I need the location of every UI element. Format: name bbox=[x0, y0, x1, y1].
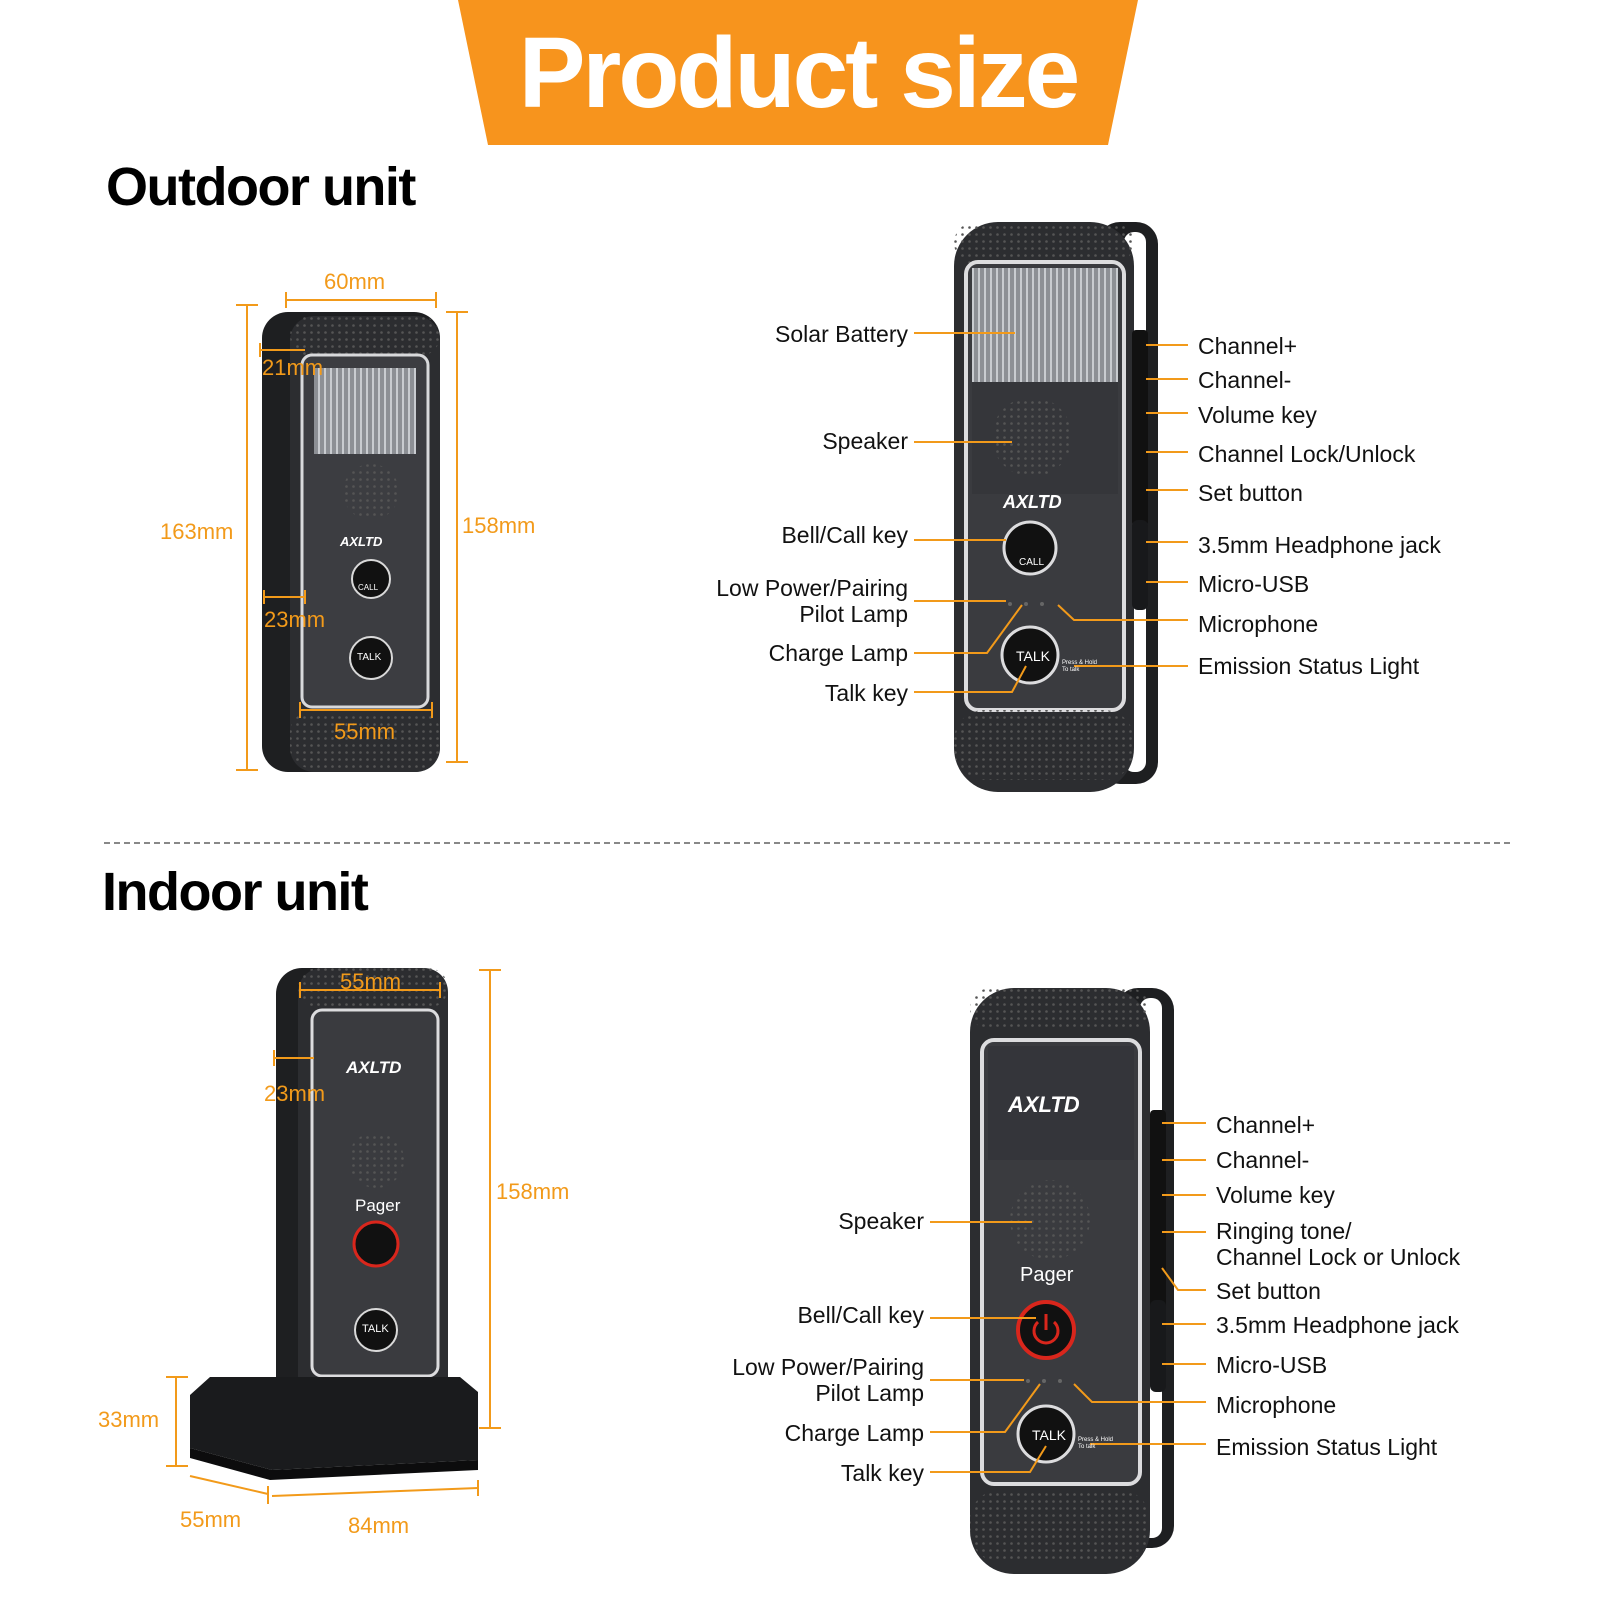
indoor-main-pager: Pager bbox=[1020, 1264, 1074, 1286]
outdoor-label-solar-battery: Solar Battery bbox=[775, 321, 908, 347]
indoor-small-pager: Pager bbox=[355, 1196, 401, 1215]
indoor-label-microphone: Microphone bbox=[1216, 1392, 1337, 1418]
outdoor-main-call: CALL bbox=[1019, 557, 1045, 568]
banner-shape bbox=[458, 0, 1138, 145]
indoor-label-set-button: Set button bbox=[1216, 1278, 1321, 1304]
indoor-main-talk-caption: Press & Hold To talk bbox=[1078, 1437, 1114, 1450]
outdoor-side-bottom-dim: 23mm bbox=[264, 607, 326, 632]
outdoor-height-dim: 163mm bbox=[160, 519, 234, 544]
page-title: Product size bbox=[518, 17, 1081, 129]
outdoor-small-call: CALL bbox=[358, 583, 379, 592]
indoor-label-bell-call-key: Bell/Call key bbox=[797, 1302, 924, 1328]
outdoor-front-width-dim: 55mm bbox=[334, 719, 396, 744]
outdoor-label-microphone: Microphone bbox=[1198, 611, 1319, 637]
outdoor-label-bell-call-key: Bell/Call key bbox=[781, 522, 908, 548]
indoor-leader-lines bbox=[930, 1122, 1206, 1473]
indoor-base-height-dim: 33mm bbox=[98, 1407, 160, 1432]
section-divider bbox=[104, 842, 1510, 844]
outdoor-main-talk: TALK bbox=[1016, 648, 1050, 664]
indoor-label-channel-minus: Channel- bbox=[1216, 1147, 1310, 1173]
outdoor-width-dim: 60mm bbox=[324, 269, 386, 294]
outdoor-main-talk-caption: Press & Hold To talk bbox=[1062, 660, 1098, 673]
indoor-label-talk-key: Talk key bbox=[840, 1460, 924, 1486]
indoor-label-ringing-tone: Ringing tone/ bbox=[1216, 1218, 1352, 1244]
outdoor-label-set-button: Set button bbox=[1198, 480, 1303, 506]
indoor-label-channel-lock: Channel Lock or Unlock bbox=[1216, 1244, 1461, 1270]
outdoor-label-channel-plus: Channel+ bbox=[1198, 333, 1298, 359]
outdoor-label-headphone-jack: 3.5mm Headphone jack bbox=[1198, 532, 1441, 558]
indoor-main-brand: AXLTD bbox=[1008, 1092, 1080, 1117]
indoor-label-headphone-jack: 3.5mm Headphone jack bbox=[1216, 1312, 1459, 1338]
outdoor-dimension-device bbox=[262, 312, 440, 772]
outdoor-main-device bbox=[954, 222, 1158, 792]
indoor-label-micro-usb: Micro-USB bbox=[1216, 1352, 1328, 1378]
indoor-width-dim: 55mm bbox=[340, 969, 402, 994]
outdoor-label-channel-minus: Channel- bbox=[1198, 367, 1292, 393]
indoor-base-width-dim: 84mm bbox=[348, 1513, 410, 1538]
outdoor-label-low-power: Low Power/Pairing bbox=[716, 575, 908, 601]
indoor-label-pilot-lamp: Pilot Lamp bbox=[815, 1380, 924, 1406]
indoor-label-speaker: Speaker bbox=[838, 1208, 924, 1234]
outdoor-label-channel-lock: Channel Lock/Unlock bbox=[1198, 441, 1416, 467]
indoor-small-talk: TALK bbox=[362, 1323, 389, 1335]
outdoor-title: Outdoor unit bbox=[106, 157, 416, 217]
indoor-label-channel-plus: Channel+ bbox=[1216, 1112, 1316, 1138]
outdoor-small-talk: TALK bbox=[357, 652, 382, 663]
outdoor-leader-lines bbox=[914, 332, 1188, 693]
indoor-dimension-device bbox=[190, 968, 478, 1480]
indoor-title: Indoor unit bbox=[102, 862, 369, 922]
outdoor-main-brand: AXLTD bbox=[1003, 492, 1062, 512]
indoor-label-volume-key: Volume key bbox=[1216, 1182, 1335, 1208]
indoor-label-emission-light: Emission Status Light bbox=[1216, 1434, 1438, 1460]
outdoor-side-top-dim: 21mm bbox=[262, 355, 324, 380]
outdoor-label-speaker: Speaker bbox=[822, 428, 908, 454]
outdoor-dimension-lines bbox=[236, 292, 468, 771]
indoor-small-brand: AXLTD bbox=[346, 1058, 402, 1077]
indoor-side-dim: 23mm bbox=[264, 1081, 326, 1106]
outdoor-label-talk-key: Talk key bbox=[824, 680, 908, 706]
outdoor-label-charge-lamp: Charge Lamp bbox=[768, 640, 908, 666]
outdoor-label-micro-usb: Micro-USB bbox=[1198, 571, 1310, 597]
indoor-label-low-power: Low Power/Pairing bbox=[732, 1354, 924, 1380]
indoor-height-dim: 158mm bbox=[496, 1179, 570, 1204]
outdoor-label-emission-light: Emission Status Light bbox=[1198, 653, 1420, 679]
indoor-main-talk: TALK bbox=[1032, 1427, 1066, 1443]
outdoor-front-height-dim: 158mm bbox=[462, 513, 536, 538]
outdoor-label-pilot-lamp: Pilot Lamp bbox=[799, 601, 908, 627]
outdoor-small-brand: AXLTD bbox=[340, 534, 383, 549]
indoor-label-charge-lamp: Charge Lamp bbox=[784, 1420, 924, 1446]
outdoor-label-volume-key: Volume key bbox=[1198, 402, 1317, 428]
indoor-dimension-lines bbox=[166, 969, 501, 1504]
indoor-base-depth-dim: 55mm bbox=[180, 1507, 242, 1532]
